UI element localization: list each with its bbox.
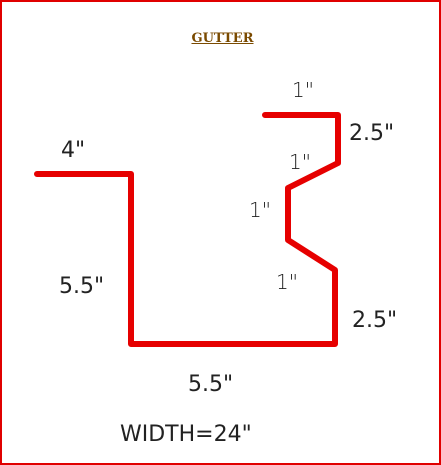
label-lower-diagonal: 1" [276,270,298,294]
label-upper-diagonal: 1" [289,150,311,174]
label-right-top: 2.5" [349,121,394,146]
label-top-right: 1" [292,78,314,102]
label-middle: 1" [249,198,271,222]
label-left-side: 5.5" [59,274,104,299]
label-bottom: 5.5" [188,372,233,397]
gutter-profile-line [34,112,341,347]
label-left-top: 4" [61,138,85,163]
label-right-bottom: 2.5" [352,308,397,333]
gutter-title: GUTTER [191,31,254,46]
width-label: WIDTH=24" [120,422,252,447]
